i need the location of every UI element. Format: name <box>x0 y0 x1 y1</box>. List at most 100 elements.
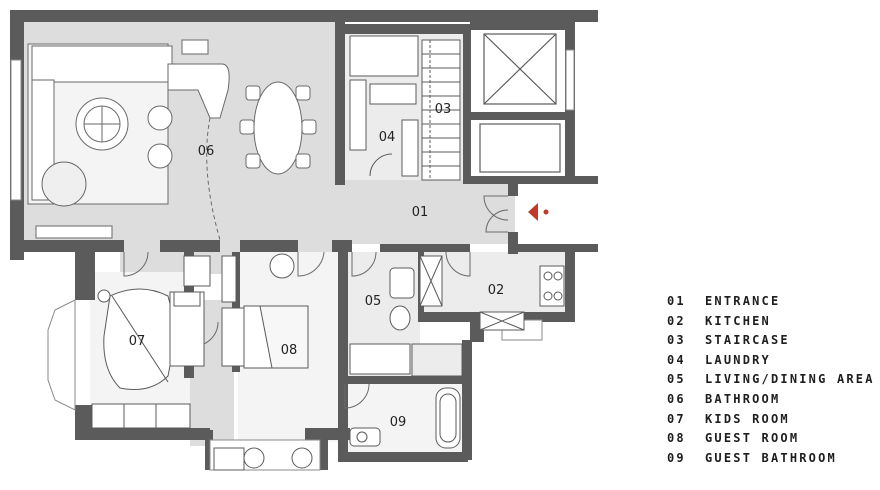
wall-entry-jamb-bottom <box>508 232 518 254</box>
legend-item: 02 KITCHEN <box>667 314 875 334</box>
entry-arrow-icon <box>528 203 549 221</box>
room-label-05: 05 <box>365 294 382 309</box>
legend-number: 01 <box>667 294 686 308</box>
dining-furniture <box>239 81 317 175</box>
legend-text: KIDS ROOM <box>705 411 790 426</box>
wall-kitchen-top <box>380 244 470 252</box>
legend-text: GUEST BATHROOM <box>705 450 837 465</box>
legend-item: 05 LIVING/DINING AREA <box>667 372 875 392</box>
wall-kids-left-lower <box>75 405 95 435</box>
legend-number: 03 <box>667 333 686 348</box>
wall-bath-bottom <box>345 376 470 384</box>
guest-furniture <box>213 253 313 471</box>
laundry-cabinets <box>349 35 419 177</box>
wall-kids-right-top <box>184 252 194 322</box>
legend-item: 03 STAIRCASE <box>667 333 875 353</box>
wall-balcony-left <box>205 430 213 470</box>
living-furniture <box>27 39 230 241</box>
wall-balcony-right <box>320 430 328 470</box>
legend-number: 02 <box>667 313 686 328</box>
legend-item: 06 BATHROOM <box>667 392 875 412</box>
room-label-03: 03 <box>435 102 452 117</box>
wall-laundry-top <box>345 24 465 34</box>
room-label-06: 06 <box>198 144 215 159</box>
room-label-02: 02 <box>488 283 505 298</box>
wall-mid-jamb <box>332 240 352 252</box>
dining-table <box>253 81 303 175</box>
legend-number: 04 <box>667 352 686 367</box>
legend-text: GUEST ROOM <box>705 431 800 446</box>
legend-text: ENTRANCE <box>705 294 781 308</box>
legend-text: KITCHEN <box>705 313 771 328</box>
armchair-1 <box>147 105 173 131</box>
kids-furniture <box>91 255 211 429</box>
guestbath-fixtures <box>349 387 461 449</box>
legend: 01 ENTRANCE 02 KITCHEN 03 STAIRCASE 04 LAUND… <box>667 294 875 470</box>
wall-kitchen-right <box>565 252 575 322</box>
wall-stair-right <box>463 24 471 184</box>
round-ottoman <box>41 161 87 207</box>
kids-bed <box>103 288 174 390</box>
wall-guestbath-right <box>462 340 472 460</box>
kitchen-fixtures <box>419 255 565 331</box>
armchair-2 <box>147 143 173 169</box>
entry-door <box>483 195 509 233</box>
wall-living-right <box>335 10 345 185</box>
staircase <box>421 39 461 181</box>
wall-entry-bottom <box>508 244 598 252</box>
legend-number: 08 <box>667 431 686 446</box>
wall-kids-left-upper <box>75 262 95 300</box>
room-label-09: 09 <box>390 415 407 430</box>
cooktop <box>539 265 565 307</box>
room-label-08: 08 <box>281 343 298 358</box>
bay-window <box>47 299 76 411</box>
guest-chair <box>269 253 295 279</box>
bathroom-fixtures <box>349 267 463 377</box>
wall-entry-top <box>470 176 598 184</box>
legend-item: 07 KIDS ROOM <box>667 412 875 432</box>
entrance-floor <box>335 180 515 244</box>
wall-mid-left <box>24 240 124 252</box>
toilet <box>389 305 411 331</box>
sink <box>389 267 415 299</box>
legend-number: 09 <box>667 450 686 465</box>
kids-wardrobe <box>91 403 191 429</box>
legend-number: 06 <box>667 391 686 406</box>
bed-headboard <box>221 307 245 367</box>
guest-wardrobe <box>221 255 237 303</box>
room-labels: 01 02 03 04 05 06 07 08 09 <box>129 102 505 430</box>
wall-top <box>10 10 598 22</box>
elevator <box>479 33 561 173</box>
room-label-07: 07 <box>129 334 146 349</box>
legend-text: LIVING/DINING AREA <box>705 372 875 387</box>
living-window <box>10 59 22 201</box>
wall-elevator-top <box>470 22 572 30</box>
room-label-04: 04 <box>379 130 396 145</box>
legend-text: LAUNDRY <box>705 352 771 367</box>
legend-item: 04 LAUNDRY <box>667 353 875 373</box>
wall-entry-jamb-top <box>508 176 518 196</box>
legend-number: 07 <box>667 411 686 426</box>
wall-kids-bottom <box>75 428 210 440</box>
wall-bath-left <box>338 252 348 452</box>
console <box>35 225 113 239</box>
legend-number: 05 <box>667 372 686 387</box>
shower <box>349 343 411 375</box>
wall-mid-center <box>160 240 220 252</box>
legend-item: 09 GUEST BATHROOM <box>667 451 875 471</box>
shaft-box <box>479 123 561 173</box>
wall-guestbath-bottom <box>338 452 468 462</box>
legend-item: 01 ENTRANCE <box>667 294 875 314</box>
piano <box>167 63 230 119</box>
legend-text: STAIRCASE <box>705 333 790 348</box>
legend-text: BATHROOM <box>705 391 781 406</box>
elevator-window <box>565 49 575 111</box>
sofa-back <box>31 45 173 83</box>
elevator-box <box>483 33 557 105</box>
room-label-01: 01 <box>412 205 429 220</box>
side-table <box>181 39 209 55</box>
bathtub <box>435 387 461 449</box>
wall-mid-right <box>240 240 298 252</box>
wall-elevator-mid <box>470 112 570 120</box>
legend-item: 08 GUEST ROOM <box>667 431 875 451</box>
